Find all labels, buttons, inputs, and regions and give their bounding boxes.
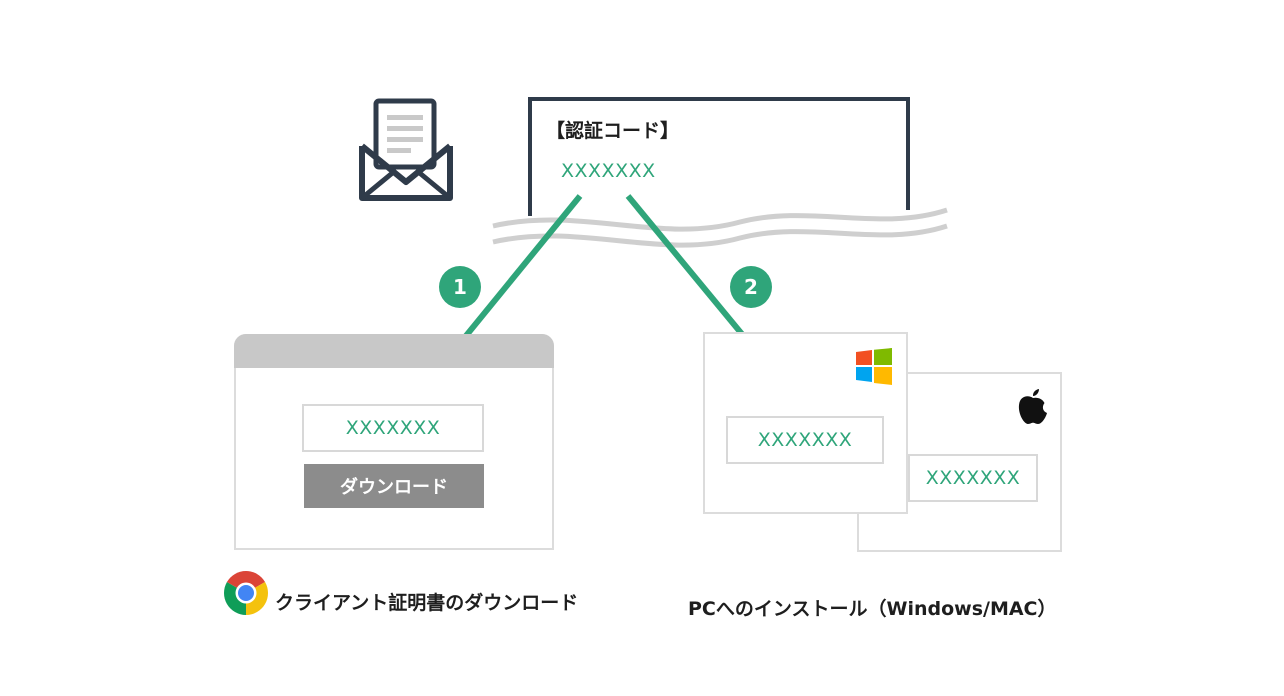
windows-code-field[interactable]: XXXXXXX bbox=[726, 416, 884, 464]
browser-title-bar bbox=[234, 334, 554, 368]
step-1-badge: 1 bbox=[439, 266, 481, 308]
windows-icon bbox=[856, 348, 892, 385]
email-document bbox=[492, 97, 948, 248]
caption-left: クライアント証明書のダウンロード bbox=[275, 592, 579, 614]
envelope-icon bbox=[359, 98, 453, 201]
step-2-badge: 2 bbox=[730, 266, 772, 308]
apple-icon bbox=[1018, 389, 1047, 424]
browser-window bbox=[234, 334, 554, 550]
browser-code-field[interactable]: XXXXXXX bbox=[302, 404, 484, 452]
download-button-label: ダウンロード bbox=[340, 477, 448, 498]
chrome-icon bbox=[224, 571, 268, 615]
mac-code: XXXXXXX bbox=[925, 467, 1021, 489]
email-code: XXXXXXX bbox=[561, 160, 656, 182]
download-button[interactable]: ダウンロード bbox=[304, 464, 484, 508]
windows-code: XXXXXXX bbox=[757, 429, 853, 451]
email-title: 【認証コード】 bbox=[546, 120, 680, 142]
mac-code-field[interactable]: XXXXXXX bbox=[908, 454, 1038, 502]
browser-code: XXXXXXX bbox=[345, 417, 441, 439]
caption-right: PCへのインストール（Windows/MAC） bbox=[688, 598, 1057, 620]
